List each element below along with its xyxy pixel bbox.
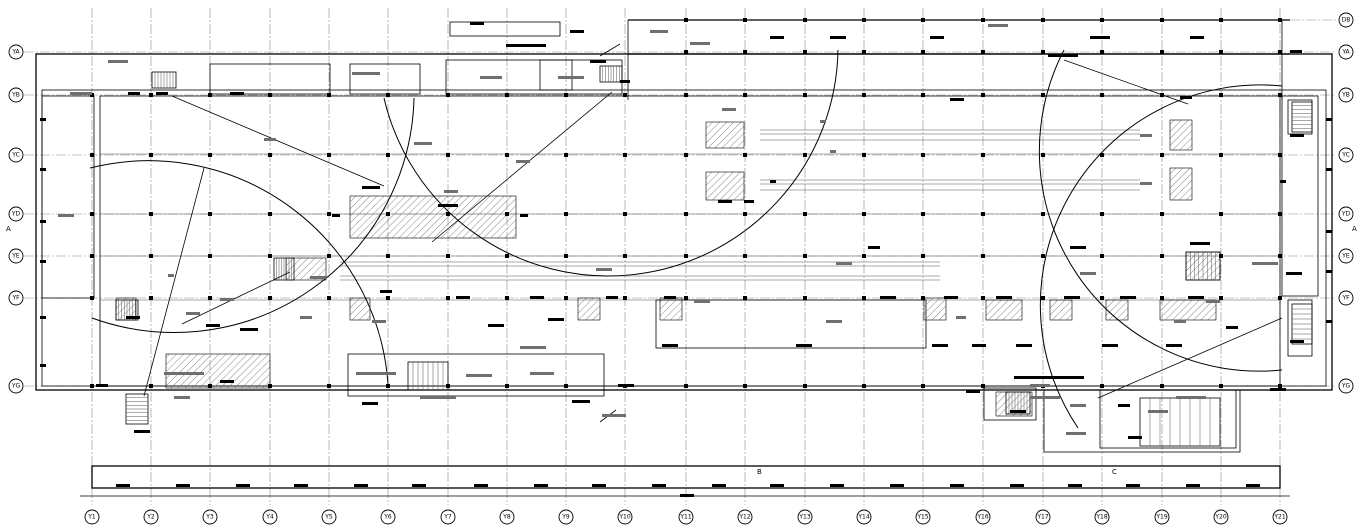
axis-bubble-right-yf: YF: [1338, 290, 1354, 306]
svg-text:YE: YE: [11, 253, 20, 260]
axis-bubble-y10: Y10: [617, 509, 633, 525]
svg-text:YD: YD: [11, 211, 21, 218]
axis-bubble-y6: Y6: [380, 509, 396, 525]
svg-text:YB: YB: [11, 92, 20, 99]
axis-bubble-y3: Y3: [202, 509, 218, 525]
svg-text:Y14: Y14: [857, 514, 869, 521]
annotation-tags: [40, 22, 1332, 497]
axis-bubble-right-ya: YA: [1338, 44, 1354, 60]
axis-bubble-y21: Y21: [1272, 509, 1288, 525]
svg-text:Y8: Y8: [502, 514, 511, 521]
svg-text:Y21: Y21: [1273, 514, 1285, 521]
svg-text:YB: YB: [1341, 92, 1350, 99]
axis-bubble-left-yb: YB: [8, 87, 24, 103]
axis-bubble-y18: Y18: [1094, 509, 1110, 525]
axis-bubble-y8: Y8: [499, 509, 515, 525]
axis-bubble-left-yc: YC: [8, 147, 24, 163]
svg-text:Y15: Y15: [916, 514, 928, 521]
axis-bubble-left-ya: YA: [8, 44, 24, 60]
svg-text:Y1: Y1: [87, 514, 96, 521]
section-mark-c: C: [1112, 468, 1117, 476]
svg-text:YE: YE: [1341, 253, 1350, 260]
axis-bubble-y9: Y9: [558, 509, 574, 525]
axis-bubble-left-yg: YG: [8, 378, 24, 394]
svg-text:YC: YC: [1341, 152, 1350, 159]
axis-bubble-right-yb: YB: [1338, 87, 1354, 103]
axis-bubble-y1: Y1: [84, 509, 100, 525]
axis-bubble-left-yd: YD: [8, 206, 24, 222]
svg-text:YA: YA: [11, 49, 20, 56]
svg-text:YF: YF: [1341, 295, 1350, 302]
structural-columns: [90, 18, 1282, 388]
axis-bubble-y4: Y4: [262, 509, 278, 525]
axis-bubble-y13: Y13: [797, 509, 813, 525]
axis-bubble-y17: Y17: [1035, 509, 1051, 525]
axis-bubble-right-yg: YG: [1338, 378, 1354, 394]
axis-bubble-y12: Y12: [737, 509, 753, 525]
grid-lines: [24, 8, 1336, 505]
svg-text:YA: YA: [1341, 49, 1350, 56]
svg-text:Y17: Y17: [1036, 514, 1048, 521]
svg-text:Y12: Y12: [738, 514, 750, 521]
diagonal-lines: [143, 43, 1283, 423]
svg-text:Y4: Y4: [265, 514, 274, 521]
section-mark-a-right: A: [1352, 225, 1357, 233]
axis-bubble-db: DB: [1338, 12, 1354, 28]
svg-text:Y7: Y7: [443, 514, 452, 521]
svg-text:Y5: Y5: [324, 514, 333, 521]
section-mark-b: B: [757, 468, 762, 476]
axis-bubble-right-yc: YC: [1338, 147, 1354, 163]
axis-bubble-left-ye: YE: [8, 248, 24, 264]
axis-bubble-y16: Y16: [975, 509, 991, 525]
axis-bubble-y2: Y2: [143, 509, 159, 525]
axis-bubble-y19: Y19: [1154, 509, 1170, 525]
axis-bubble-y11: Y11: [678, 509, 694, 525]
svg-text:Y13: Y13: [798, 514, 810, 521]
axis-bubble-left-yf: YF: [8, 290, 24, 306]
axis-bubble-y15: Y15: [915, 509, 931, 525]
svg-text:YC: YC: [11, 152, 20, 159]
axis-bubble-y14: Y14: [856, 509, 872, 525]
svg-text:Y6: Y6: [383, 514, 392, 521]
svg-text:DB: DB: [1342, 17, 1351, 24]
svg-text:YD: YD: [1341, 211, 1351, 218]
axis-bubble-y7: Y7: [440, 509, 456, 525]
svg-text:Y18: Y18: [1095, 514, 1107, 521]
axis-bubble-y5: Y5: [321, 509, 337, 525]
section-mark-a: A: [6, 225, 11, 233]
axis-bubble-y20: Y20: [1213, 509, 1229, 525]
svg-text:Y20: Y20: [1214, 514, 1226, 521]
svg-text:YF: YF: [11, 295, 20, 302]
svg-text:YG: YG: [1341, 383, 1351, 390]
svg-text:Y19: Y19: [1155, 514, 1167, 521]
axis-bubbles: Y1 Y2 Y3 Y4 Y5 Y6 Y7 Y8 Y9 Y10 Y11 Y12 Y13 Y14 Y15 Y16 Y…: [8, 12, 1354, 525]
building-walls: [35, 19, 1333, 497]
crane-arcs: [89, 49, 1283, 429]
svg-text:YG: YG: [11, 383, 21, 390]
svg-text:Y10: Y10: [618, 514, 630, 521]
svg-text:Y3: Y3: [205, 514, 214, 521]
section-marks: A B C A: [6, 225, 1357, 476]
svg-text:Y16: Y16: [976, 514, 988, 521]
svg-text:Y9: Y9: [561, 514, 570, 521]
axis-bubble-right-ye: YE: [1338, 248, 1354, 264]
svg-text:Y11: Y11: [679, 514, 691, 521]
axis-bubble-right-yd: YD: [1338, 206, 1354, 222]
svg-text:Y2: Y2: [146, 514, 155, 521]
